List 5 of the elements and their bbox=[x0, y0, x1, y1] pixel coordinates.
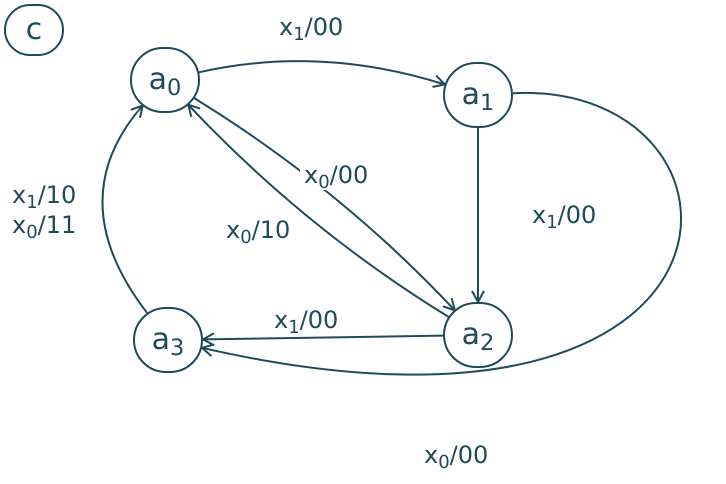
arrow bbox=[102, 104, 148, 314]
arrow bbox=[202, 332, 444, 346]
arrow bbox=[201, 92, 682, 375]
panel-label: c bbox=[4, 4, 64, 56]
arrow bbox=[471, 128, 485, 303]
